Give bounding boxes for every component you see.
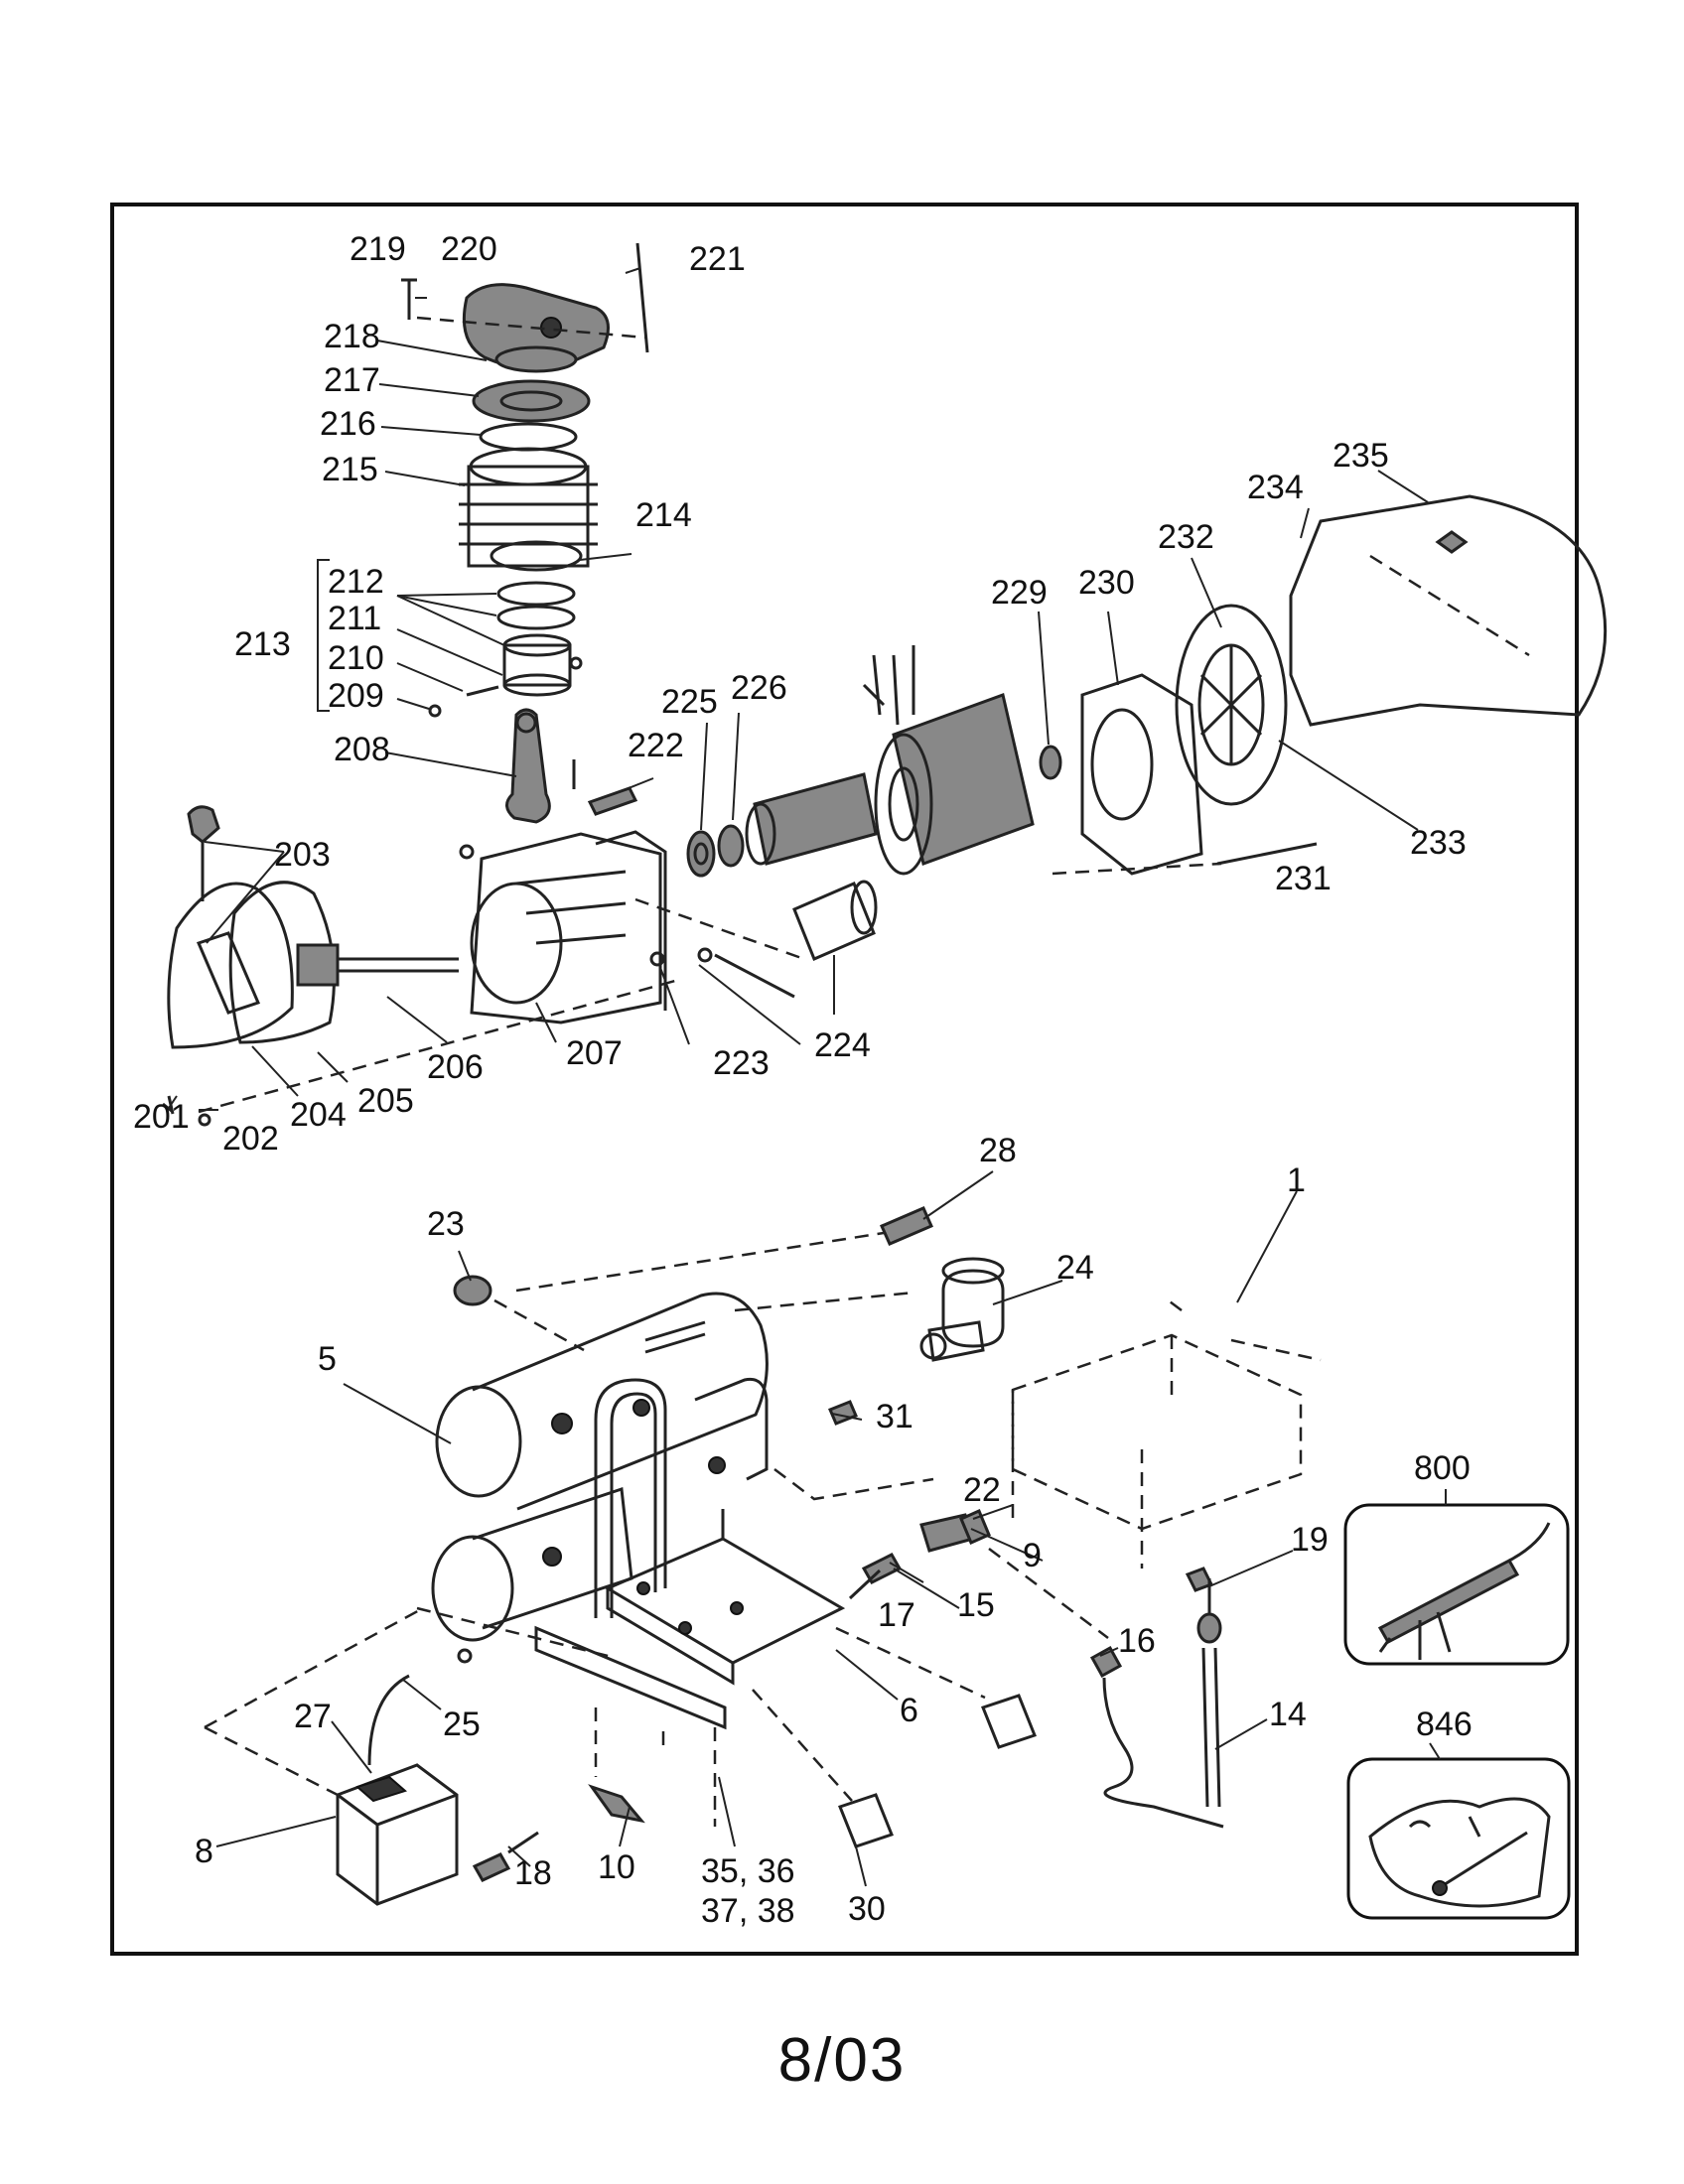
label-219: 219 xyxy=(350,230,406,268)
label-210: 210 xyxy=(328,639,384,677)
label-202: 202 xyxy=(222,1120,279,1158)
label-30: 30 xyxy=(848,1890,886,1928)
label-212: 212 xyxy=(328,563,384,601)
label-9: 9 xyxy=(1023,1537,1042,1574)
label-19: 19 xyxy=(1291,1521,1329,1559)
label-229: 229 xyxy=(991,574,1048,612)
label-208: 208 xyxy=(334,731,390,768)
label-16: 16 xyxy=(1118,1622,1156,1660)
label-206: 206 xyxy=(427,1048,484,1086)
label-224: 224 xyxy=(814,1026,871,1064)
label-6: 6 xyxy=(900,1692,918,1729)
label-15: 15 xyxy=(957,1586,995,1624)
label-213: 213 xyxy=(234,625,291,663)
label-25: 25 xyxy=(443,1706,481,1743)
label-37-38: 37, 38 xyxy=(701,1892,795,1930)
label-846: 846 xyxy=(1416,1706,1473,1743)
label-216: 216 xyxy=(320,405,376,443)
crankcase-assembly xyxy=(162,805,805,1127)
label-203: 203 xyxy=(274,836,331,874)
label-204: 204 xyxy=(290,1096,347,1134)
label-17: 17 xyxy=(878,1596,915,1634)
label-5: 5 xyxy=(318,1340,337,1378)
label-214: 214 xyxy=(635,496,692,534)
label-222: 222 xyxy=(628,727,684,764)
label-22: 22 xyxy=(963,1471,1001,1509)
label-217: 217 xyxy=(324,361,380,399)
tank-assembly xyxy=(204,1206,1322,1906)
label-211: 211 xyxy=(328,600,381,637)
label-233: 233 xyxy=(1410,824,1467,862)
label-205: 205 xyxy=(357,1082,414,1120)
motor-assembly xyxy=(686,494,1608,961)
label-31: 31 xyxy=(876,1398,913,1435)
label-209: 209 xyxy=(328,677,384,715)
label-8: 8 xyxy=(195,1833,213,1870)
label-23: 23 xyxy=(427,1205,465,1243)
label-225: 225 xyxy=(661,683,718,721)
label-223: 223 xyxy=(713,1044,770,1082)
label-800: 800 xyxy=(1414,1449,1471,1487)
label-27: 27 xyxy=(294,1698,332,1735)
cylinder-head-assembly xyxy=(401,242,649,824)
label-201: 201 xyxy=(133,1098,190,1136)
label-230: 230 xyxy=(1078,564,1135,602)
accessory-box-800 xyxy=(1343,1503,1570,1666)
label-231: 231 xyxy=(1275,860,1332,897)
label-1: 1 xyxy=(1287,1161,1306,1199)
label-14: 14 xyxy=(1269,1696,1307,1733)
accessory-box-846 xyxy=(1346,1757,1571,1920)
diagram-frame xyxy=(110,203,1579,1956)
page-date-footer: 8/03 xyxy=(777,2026,907,2095)
label-220: 220 xyxy=(441,230,497,268)
leader-lines xyxy=(168,267,1447,1887)
label-234: 234 xyxy=(1247,469,1304,506)
label-235: 235 xyxy=(1333,437,1389,475)
label-207: 207 xyxy=(566,1034,623,1072)
label-226: 226 xyxy=(731,669,787,707)
label-24: 24 xyxy=(1056,1249,1094,1287)
label-28: 28 xyxy=(979,1132,1017,1169)
label-215: 215 xyxy=(322,451,378,488)
part-labels: 219 220 221 218 217 216 215 214 212 211 … xyxy=(133,230,1473,1930)
label-218: 218 xyxy=(324,318,380,355)
label-221: 221 xyxy=(689,240,746,278)
label-232: 232 xyxy=(1158,518,1214,556)
label-10: 10 xyxy=(598,1848,635,1886)
label-18: 18 xyxy=(514,1854,552,1892)
label-35-36: 35, 36 xyxy=(701,1852,795,1890)
